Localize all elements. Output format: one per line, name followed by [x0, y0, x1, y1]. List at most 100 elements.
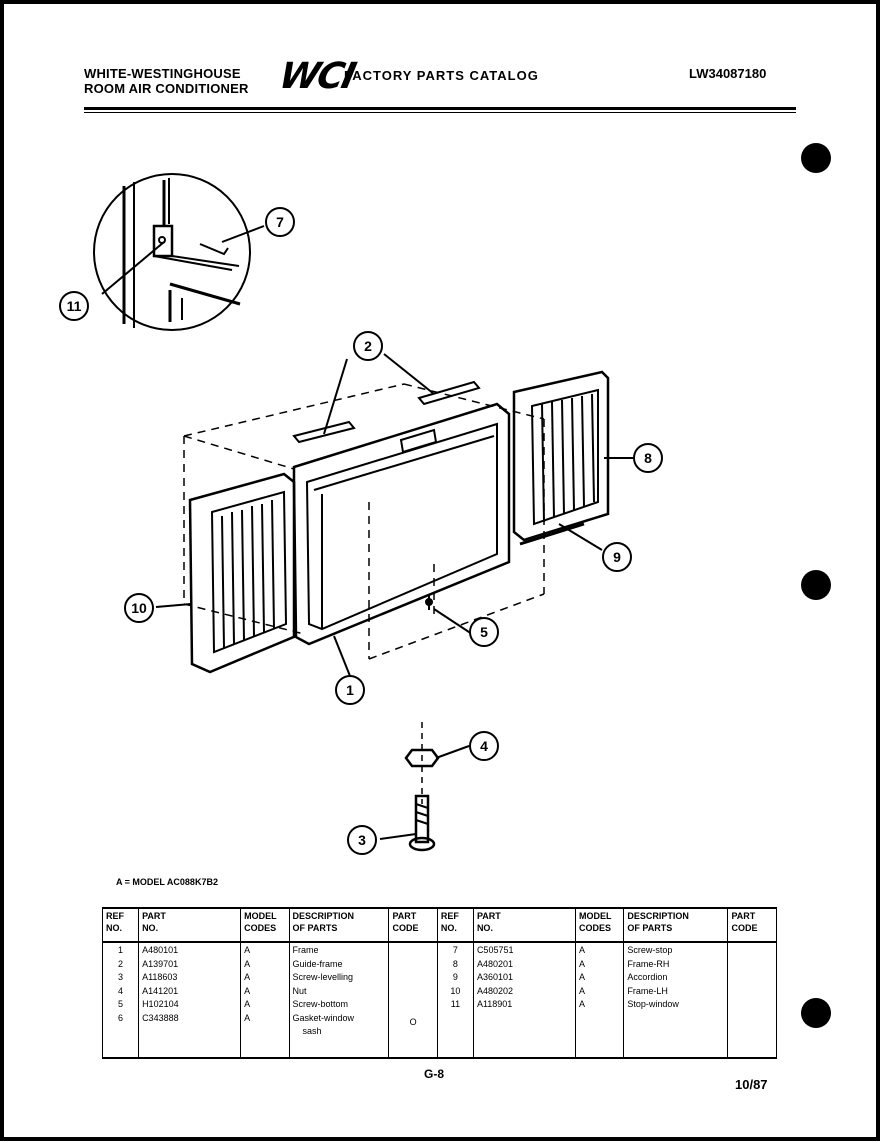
table-cell: Accordion	[627, 972, 668, 982]
catalog-page: WHITE-WESTINGHOUSE ROOM AIR CONDITIONER …	[4, 4, 876, 1137]
table-cell: 11	[450, 999, 461, 1009]
table-cell: 3	[118, 972, 124, 982]
table-cell: A141201	[142, 985, 179, 996]
callout-5: 5	[480, 624, 488, 640]
front-frame	[292, 402, 511, 646]
revision-date: 10/87	[735, 1077, 768, 1092]
table-cell: Screw-stop	[627, 945, 673, 955]
table-cell: A	[578, 985, 585, 996]
callout-11: 11	[67, 298, 82, 314]
table-cell: 5	[118, 999, 124, 1009]
binder-hole-icon	[801, 998, 831, 1028]
right-part-cells: C505751 A480201 A360101 A480202 A118901	[472, 942, 576, 1059]
header-rule-thin	[84, 112, 796, 113]
table-cell: C505751	[476, 945, 514, 955]
table-cell: Frame-LH	[627, 985, 668, 996]
table-cell: A	[578, 945, 585, 955]
right-ref-cells: 7 8 9 10 11	[436, 942, 474, 1059]
callout-10: 10	[131, 600, 147, 616]
left-part-cells: A480101 A139701 A118603 A141201 H102104 …	[138, 942, 242, 1059]
table-cell	[392, 958, 433, 972]
detail-view-circle	[93, 173, 251, 331]
table-cell: A118901	[476, 999, 513, 1009]
right-code-cells	[727, 942, 777, 1059]
table-cell: A	[244, 958, 251, 969]
header-rule	[84, 107, 796, 110]
table-cell: Frame-RH	[627, 958, 670, 969]
table-cell: Screw-levelling	[292, 972, 354, 982]
table-cell: O	[409, 1016, 417, 1027]
table-cell: Frame	[292, 945, 319, 955]
table-cell: A	[578, 958, 585, 969]
table-cell: A	[244, 1012, 251, 1023]
table-cell: 4	[118, 985, 124, 996]
binder-hole-icon	[801, 570, 831, 600]
guide-frame-right	[417, 380, 481, 406]
left-code-cells: O	[388, 942, 438, 1059]
table-cell: A480101	[142, 945, 179, 955]
callout-8: 8	[644, 450, 652, 466]
table-cell: 6	[118, 1012, 124, 1023]
binder-hole-icon	[801, 143, 831, 173]
table-cell: A118603	[142, 972, 178, 982]
table-cell: A	[244, 972, 251, 982]
table-cell: A	[578, 972, 585, 982]
callout-7: 7	[276, 214, 284, 230]
right-model-cells: A A A A A	[574, 942, 625, 1059]
table-cell: A	[578, 999, 585, 1009]
table-cell: Gasket-window	[292, 1012, 355, 1023]
table-cell: 2	[118, 958, 124, 969]
table-cell: C343888	[142, 1012, 179, 1023]
brand-line-2: ROOM AIR CONDITIONER	[84, 81, 249, 96]
page-code: G-8	[424, 1067, 445, 1081]
table-cell: sash	[302, 1026, 322, 1036]
left-model-cells: A A A A A A	[240, 942, 290, 1059]
table-cell: A139701	[142, 958, 179, 969]
table-cell	[392, 971, 433, 985]
callout-4: 4	[480, 738, 488, 754]
callout-9: 9	[613, 549, 621, 565]
callout-1: 1	[346, 682, 354, 698]
brand-line-1: WHITE-WESTINGHOUSE	[84, 66, 241, 81]
nut-part	[404, 748, 440, 768]
right-side-panel	[512, 370, 610, 546]
table-cell: A	[244, 985, 251, 996]
table-cell: 10	[450, 985, 461, 996]
table-cell: A480201	[476, 958, 513, 969]
table-cell: Nut	[292, 985, 307, 996]
callout-2: 2	[364, 338, 372, 354]
table-cell: A	[244, 999, 251, 1009]
guide-frame-left	[292, 420, 356, 444]
document-number: LW34087180	[689, 66, 767, 81]
table-cell	[392, 944, 433, 958]
table-cell: Stop-window	[627, 999, 679, 1009]
table-cell: 9	[452, 972, 458, 982]
right-desc-cells: Screw-stop Frame-RH Accordion Frame-LH S…	[623, 942, 729, 1059]
table-cell: A360101	[476, 972, 513, 982]
brand-block: WHITE-WESTINGHOUSE ROOM AIR CONDITIONER	[84, 66, 249, 96]
table-cell: A	[244, 945, 251, 955]
table-cell: A480202	[476, 985, 513, 996]
exploded-parts-diagram: 7 11 2 8 9 10 5 1 4 3	[59, 173, 663, 855]
table-cell: Guide-frame	[292, 958, 343, 969]
catalog-title: FACTORY PARTS CATALOG	[344, 68, 539, 83]
left-desc-cells: Frame Guide-frame Screw-levelling Nut Sc…	[288, 942, 390, 1059]
left-side-panel	[188, 472, 298, 674]
table-cell: 1	[118, 945, 124, 955]
table-cell: Screw-bottom	[292, 999, 349, 1009]
screw-bottom-part	[414, 794, 430, 844]
table-cell: H102104	[142, 999, 179, 1009]
left-ref-cells: 1 2 3 4 5 6	[101, 942, 140, 1059]
table-cell: 8	[452, 958, 458, 969]
table-cell: 7	[452, 945, 458, 955]
